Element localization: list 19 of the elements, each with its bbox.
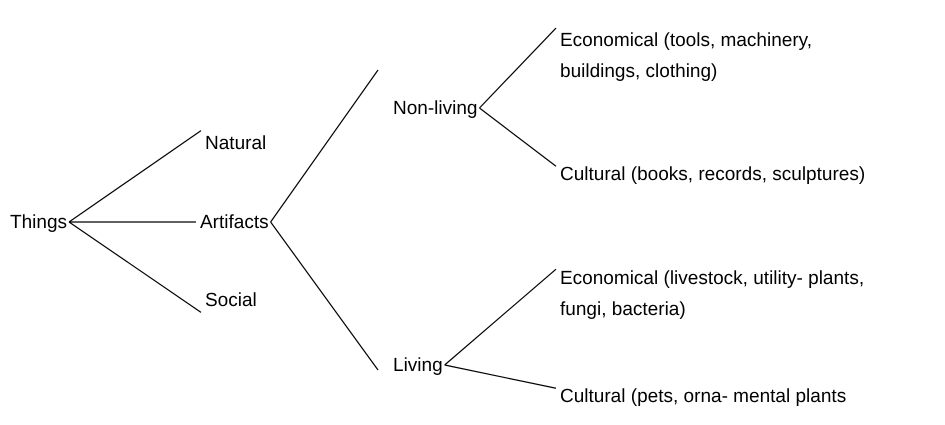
node-label: Natural (205, 128, 266, 158)
branch-line (69, 221, 196, 223)
branch-line (68, 130, 202, 222)
branch-line (479, 28, 556, 108)
node-label: Things (10, 206, 68, 238)
branch-line (270, 70, 378, 222)
node-label: Economical (livestock, utility- plants, fungi, bacteria) (560, 263, 880, 325)
node-label: Cultural (books, records, sculptures) (560, 158, 880, 190)
branch-line (479, 108, 556, 167)
node-label: Artifacts (200, 206, 269, 238)
branch-line (444, 268, 556, 366)
branch-line (270, 222, 378, 370)
branch-line (444, 364, 556, 389)
node-label: Living (393, 350, 443, 380)
node-label: Economical (tools, machinery, buildings, clothing) (560, 25, 880, 87)
node-label: Social (205, 284, 257, 316)
branch-line (68, 222, 202, 313)
node-label: Non-living (393, 92, 478, 124)
node-label: Cultural (pets, orna- mental plants (560, 380, 880, 412)
